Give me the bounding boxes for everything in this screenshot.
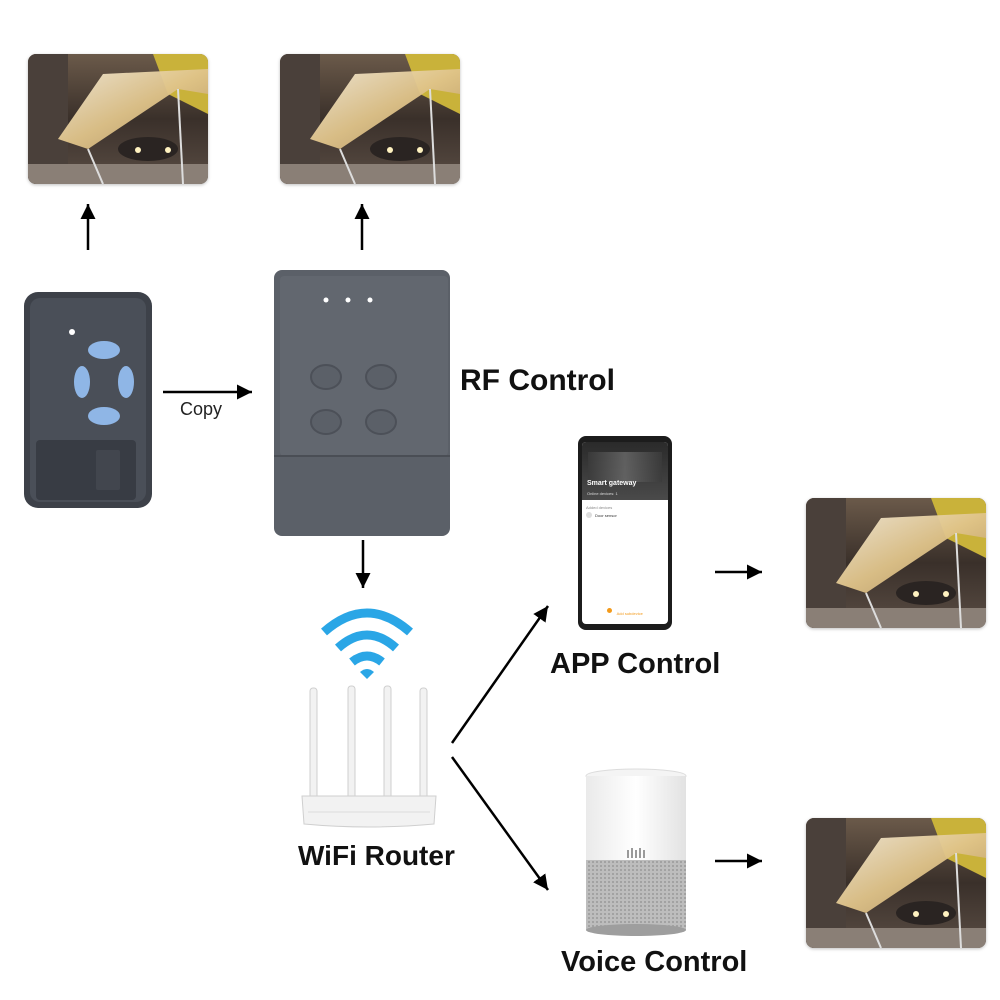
rf-gateway-device [270, 266, 455, 541]
add-icon [607, 608, 613, 614]
smart-speaker [583, 768, 689, 938]
phone-title: Smart gateway [587, 480, 637, 487]
arrow-router-to-voice [450, 756, 550, 891]
wifi-router [298, 684, 440, 830]
phone-device-name: Door sensor [595, 512, 617, 518]
wifi-icon [318, 600, 416, 680]
rf-control-label: RF Control [460, 364, 615, 397]
copy-label: Copy [180, 399, 223, 419]
phone-subtitle: Online devices: 1 [587, 491, 618, 496]
remote-control [22, 290, 154, 510]
phone-device-row[interactable]: Door sensor [586, 512, 664, 518]
app-control-label: APP Control [550, 648, 721, 680]
smartphone: Smart gateway Online devices: 1 Added de… [578, 436, 672, 630]
sensor-icon [586, 512, 592, 518]
wifi-router-label: WiFi Router [298, 840, 455, 871]
voice-control-label: Voice Control [561, 946, 748, 978]
arrow-router-to-app [450, 605, 550, 744]
phone-footer-button[interactable]: Add subdevice [582, 602, 668, 620]
phone-section-label: Added devices [586, 505, 613, 510]
phone-footer-label: Add subdevice [616, 611, 643, 616]
